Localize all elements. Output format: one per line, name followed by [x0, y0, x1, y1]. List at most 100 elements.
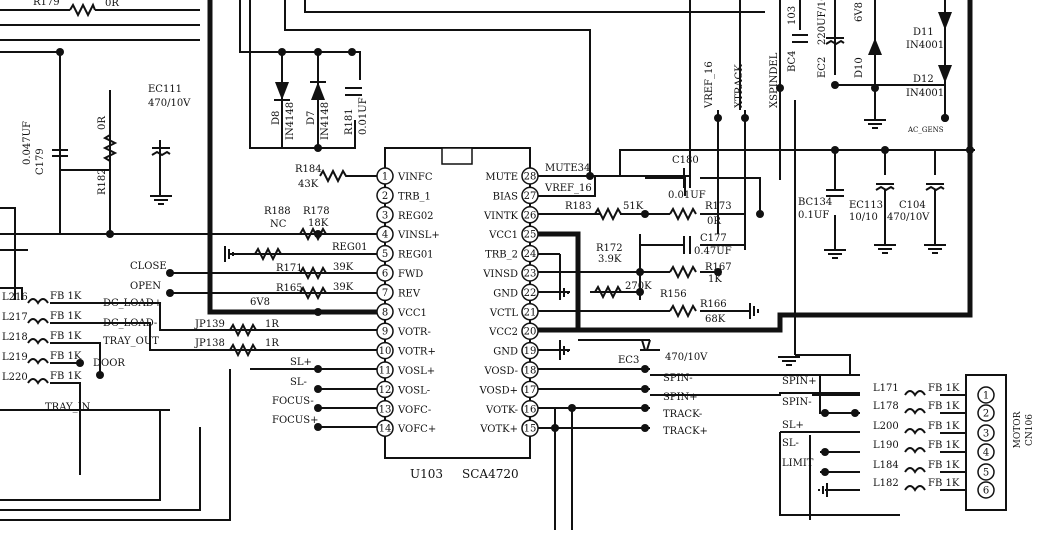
label-c179-val: 0.047UF	[22, 121, 33, 165]
label-r178: R178	[303, 206, 330, 217]
label-c177: C177	[700, 233, 727, 244]
ferrite-net: TRAY_IN	[45, 402, 91, 413]
label-open: OPEN	[130, 281, 161, 292]
label-r165-val: 39K	[333, 282, 354, 293]
connector-pin-number: 1	[983, 391, 989, 402]
ic-pin-name: BIAS	[493, 191, 519, 202]
resistor-jp138	[229, 342, 257, 358]
diode-d7	[311, 82, 325, 100]
ferrite-l216	[27, 298, 49, 305]
connector-pin-5: 5	[977, 463, 995, 481]
ground-bc134	[824, 249, 846, 259]
ic-pin-16: 16 VOTK-	[485, 400, 539, 418]
capacitor-ec111	[151, 147, 171, 157]
capacitor-bc134	[826, 189, 844, 197]
label-bc134: BC134	[798, 197, 832, 208]
ferrite-net: DC_LOAD+	[103, 298, 162, 309]
ic-pin-number: 16	[524, 404, 537, 415]
ic-pin-name: VOSL+	[397, 366, 435, 377]
label-r166-val: 68K	[705, 314, 726, 325]
ic-pin-number: 1	[382, 172, 388, 183]
ferrite-l171	[904, 390, 926, 397]
resistor-r165	[299, 285, 327, 301]
ic-pin-number: 20	[524, 327, 537, 338]
connector-signal: LIMIT	[782, 458, 814, 469]
ic-pin-name: VCC1	[488, 230, 518, 241]
ic-pin-number: 3	[382, 210, 388, 221]
label-ec111-val: 470/10V	[148, 98, 191, 109]
connector-pin-2: 2	[977, 404, 995, 422]
label-r172-val: 3.9K	[598, 254, 622, 265]
label-r166: R166	[700, 299, 727, 310]
resistor-r166	[669, 303, 697, 319]
resistor-r183	[594, 206, 622, 222]
resistor-r167	[669, 264, 697, 280]
ferrite-l200	[904, 428, 926, 435]
resistor-jp139	[229, 322, 257, 338]
ic-pin-name: VOTR-	[397, 327, 431, 338]
capacitor-c179	[52, 149, 68, 157]
connector-pin-1: 1	[977, 386, 995, 404]
label-sl-minus: SL-	[290, 377, 307, 388]
connector-ref: CN106	[1025, 414, 1035, 446]
connector-pin-number: 3	[983, 429, 989, 440]
ic-pin-number: 6	[382, 269, 388, 280]
ferrite-ref: L200	[873, 421, 899, 432]
label-spin-plus: SPIN+	[663, 392, 698, 403]
ferrite-l182	[904, 485, 926, 492]
label-track-minus: TRACK-	[663, 409, 702, 420]
ferrite-value: FB 1K	[928, 421, 960, 432]
ic-part: SCA4720	[462, 467, 519, 481]
ferrite-ref: L217	[2, 312, 28, 323]
ic-pin-name: VOFC-	[397, 405, 431, 416]
label-track-plus: TRACK+	[663, 426, 708, 437]
label-d12: D12	[913, 74, 934, 85]
ic-pin-name: VINTK	[483, 211, 519, 222]
label-jp138: JP138	[194, 338, 225, 349]
ferrite-ref: L190	[873, 440, 899, 451]
ferrite-ref: L171	[873, 383, 899, 394]
ic-pin-number: 19	[524, 346, 537, 357]
ferrite-value: FB 1K	[50, 331, 82, 342]
label-d11: D11	[913, 27, 934, 38]
ic-pin-name: VINSL+	[397, 230, 440, 241]
ic-pin-name: VCTL	[489, 308, 519, 319]
label-mute34: MUTE34	[545, 163, 590, 174]
ferrite-net: DOOR	[93, 358, 125, 369]
ic-pin-name: VOTK-	[485, 405, 518, 416]
label-c104: C104	[899, 200, 926, 211]
ic-pin-name: VOSD+	[479, 385, 519, 396]
label-r181-val: 0.01UF	[358, 97, 369, 135]
capacitor-ec2	[825, 37, 845, 46]
ferrite-beads	[27, 298, 926, 492]
resistor-r171	[299, 265, 327, 281]
label-r178-val: 18K	[308, 218, 329, 229]
label-sl-plus: SL+	[290, 357, 312, 368]
diode-d11	[938, 12, 952, 30]
label-r183-val: 51K	[623, 201, 644, 212]
ic-pin-number: 28	[524, 172, 537, 183]
ic-pin-name: GND	[493, 347, 518, 358]
ferrite-l219	[27, 358, 49, 365]
ferrite-l220	[27, 378, 49, 385]
ic-pin-number: 4	[382, 230, 388, 241]
ferrite-value: FB 1K	[50, 351, 82, 362]
capacitor-c177	[683, 236, 691, 254]
ic-pin-3: 3 REG02	[376, 206, 434, 224]
ferrite-ref: L218	[2, 332, 28, 343]
label-r182: R182	[97, 168, 108, 195]
wires	[0, 0, 975, 530]
ic-pin-name: REG02	[398, 211, 434, 222]
label-r184-val: 43K	[298, 179, 319, 190]
label-d7-val: IN4148	[320, 102, 331, 140]
